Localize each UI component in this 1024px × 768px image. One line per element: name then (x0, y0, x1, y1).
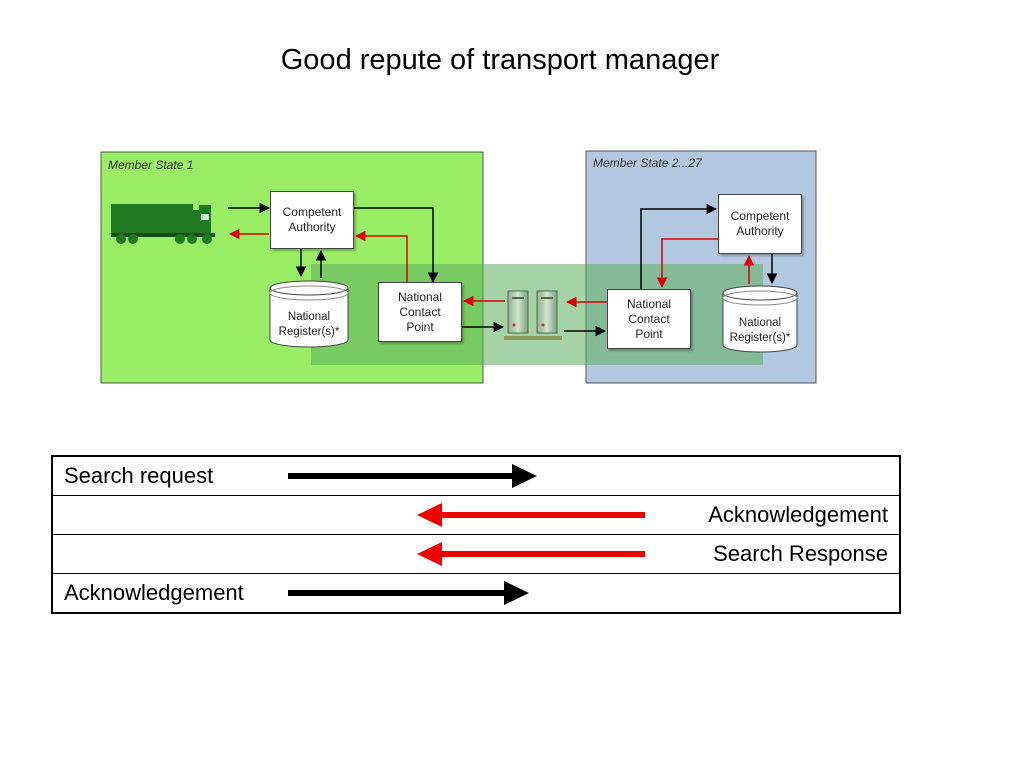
right-arrow-icon (288, 581, 529, 605)
message-label: Acknowledgement (708, 502, 888, 527)
diagram-canvas (100, 150, 817, 384)
national-register-1-label: National Register(s)* (278, 311, 340, 338)
message-row: Acknowledgement (51, 495, 901, 535)
left-arrow-icon (417, 542, 645, 566)
national-register-2-label: National Register(s)* (729, 317, 791, 344)
slide-title: Good repute of transport manager (280, 44, 720, 76)
message-sequence-table: Search request Acknowledgement Search Re… (51, 455, 901, 614)
truck-icon (111, 204, 215, 244)
message-label: Acknowledgement (64, 580, 244, 605)
national-contact-point-2: National Contact Point (607, 289, 691, 349)
message-label: Search request (64, 463, 214, 488)
member-state-1-label: Member State 1 (108, 158, 194, 172)
right-arrow-icon (288, 464, 537, 488)
left-arrow-icon (417, 503, 645, 527)
national-contact-point-1-label: National Contact Point (397, 289, 443, 334)
message-row: Search request (51, 455, 901, 496)
national-register-1-db (269, 280, 349, 348)
competent-authority-1: Competent Authority (270, 191, 354, 249)
national-contact-point-1: National Contact Point (378, 282, 462, 342)
competent-authority-1-label: Competent Authority (282, 205, 342, 234)
member-state-2-label: Member State 2...27 (593, 156, 702, 170)
competent-authority-2: Competent Authority (718, 194, 802, 254)
server-icon (504, 290, 562, 340)
national-register-2-db (722, 285, 798, 353)
competent-authority-2-label: Competent Authority (730, 209, 790, 238)
message-label: Search Response (713, 541, 888, 566)
message-row: Search Response (51, 534, 901, 574)
message-row: Acknowledgement (51, 573, 901, 614)
national-contact-point-2-label: National Contact Point (626, 296, 672, 341)
